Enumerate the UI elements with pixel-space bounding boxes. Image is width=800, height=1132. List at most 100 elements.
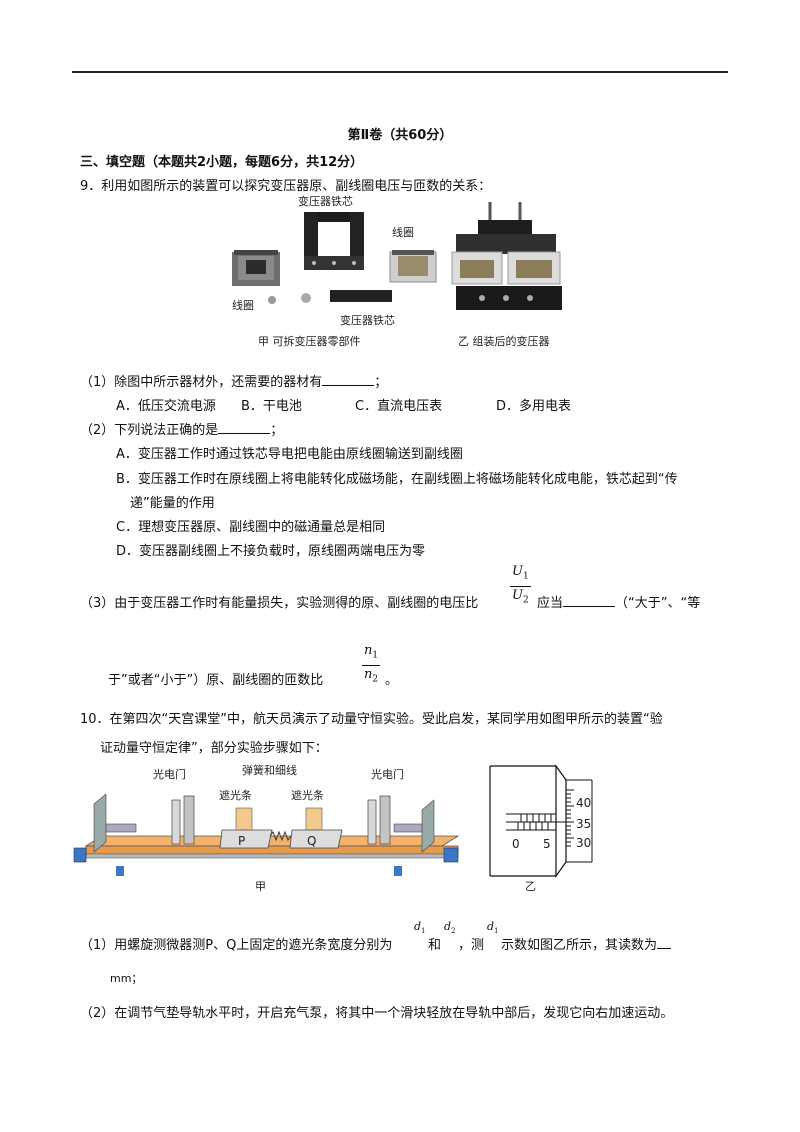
section-title: 第Ⅱ卷（共60分） xyxy=(347,128,453,143)
caption-fig-jia: 甲 xyxy=(255,880,266,893)
label-photogate-left: 光电门 xyxy=(153,768,186,781)
var-d1-b: d1 xyxy=(487,920,499,935)
q10-unit: mm； xyxy=(110,972,143,985)
q9-part3-b: 应当 xyxy=(537,596,564,611)
label-photogate-right: 光电门 xyxy=(371,768,404,781)
caption-jia: 甲 可拆变压器零部件 xyxy=(258,335,361,348)
q9-p1-option-c: C．直流电压表 xyxy=(355,399,443,414)
q10-stem-line1: 10．在第四次“天宫课堂”中，航天员演示了动量守恒实验。受此启发，某同学用如图甲… xyxy=(80,712,663,727)
q9-part3-d: 于”或者“小于”）原、副线圈的匝数比 xyxy=(108,673,324,688)
core-top-image xyxy=(304,212,364,270)
end-block-left xyxy=(73,847,87,863)
micrometer-figure xyxy=(489,764,593,878)
label-spring: 弹簧和细线 xyxy=(242,764,297,777)
q10-part1-c: ，测 xyxy=(458,938,485,953)
spring-shape xyxy=(269,830,292,842)
label-shade-left: 遮光条 xyxy=(219,789,252,802)
frac-n-num: n xyxy=(364,643,373,658)
frac-n-den-sub: 2 xyxy=(372,674,379,685)
core-bottom-image xyxy=(330,290,392,302)
q9-part2-end: ； xyxy=(270,423,284,438)
header-rule xyxy=(72,71,728,73)
shade-strip-q xyxy=(305,807,323,833)
label-shade-right: 遮光条 xyxy=(291,789,324,802)
section-heading: 三、填空题（本题共2小题，每题6分，共12分） xyxy=(80,155,364,170)
q9-p2-option-b-cont: 递”能量的作用 xyxy=(130,496,215,511)
q10-part1-a: （1）用螺旋测微器测P、Q上固定的遮光条宽度分别为 xyxy=(80,938,393,953)
q9-part3-text: （3）由于变压器工作时有能量损失，实验测得的原、副线圈的电压比 xyxy=(80,596,479,611)
q9-part3-line2: 于”或者“小于”）原、副线圈的匝数比 xyxy=(108,669,323,688)
frac-u-den: U xyxy=(512,587,523,603)
q9-part1-end: ； xyxy=(374,375,388,390)
end-bracket-right xyxy=(421,799,435,853)
air-track-figure xyxy=(73,793,460,876)
q9-part3-line1-tail: 应当 （“大于”、“等 xyxy=(537,592,700,611)
scale-35: 35 xyxy=(576,817,592,831)
caption-fig-yi: 乙 xyxy=(525,880,536,893)
foot-left xyxy=(116,866,124,876)
q10-part1-d: 示数如图乙所示，其读数为 xyxy=(501,934,672,953)
q9-p1-option-b: B．干电池 xyxy=(241,399,302,414)
coil-left-image xyxy=(232,250,280,286)
q10-part1-d-text: 示数如图乙所示，其读数为 xyxy=(501,938,658,953)
slider-q-shape xyxy=(289,829,343,849)
q9-part3-c: （“大于”、“等 xyxy=(615,596,701,611)
track-top xyxy=(84,835,460,847)
q9-p2-option-b: B．变压器工作时在原线圈上将电能转化成磁场能，在副线圈上将磁场能转化成电能，铁芯… xyxy=(116,472,678,487)
q9-p2-option-c: C．理想变压器原、副线圈中的磁通量总是相同 xyxy=(116,520,386,535)
scale-40: 40 xyxy=(576,796,592,810)
photogate-right-shape xyxy=(367,795,391,845)
end-bracket-left xyxy=(93,793,107,853)
q9-stem: 9．利用如图所示的装置可以探究变压器原、副线圈电压与匝数的关系： xyxy=(80,179,492,194)
q10-stem-line2: 证动量守恒定律”，部分实验步骤如下： xyxy=(100,741,328,756)
label-coil-left: 线圈 xyxy=(232,299,254,312)
coil-right-image xyxy=(389,250,437,283)
var-d: d xyxy=(487,920,495,933)
shade-strip-p xyxy=(235,807,253,833)
var-d: d xyxy=(444,920,452,933)
frac-n-den: n xyxy=(364,666,373,682)
frac-n-num-sub: 1 xyxy=(372,650,379,661)
q9-p1-option-d: D．多用电表 xyxy=(496,399,572,414)
q9-part3-line1: （3）由于变压器工作时有能量损失，实验测得的原、副线圈的电压比 xyxy=(80,592,478,611)
small-part-image xyxy=(268,296,276,304)
var-d1-a: d1 xyxy=(414,920,426,935)
foot-right xyxy=(394,866,402,876)
q9-part1: （1）除图中所示器材外，还需要的器材有 ； xyxy=(80,371,387,390)
main-scale-0: 0 xyxy=(512,837,520,851)
answer-blank xyxy=(322,373,375,386)
transformer-figure xyxy=(232,202,562,310)
label-coil-right: 线圈 xyxy=(392,226,414,239)
var-sub2: 2 xyxy=(451,927,456,936)
q9-p1-option-a: A．低压交流电源 xyxy=(116,399,216,414)
label-core-top: 变压器铁芯 xyxy=(298,195,353,208)
frac-u-num: U xyxy=(512,564,523,579)
answer-blank xyxy=(657,936,672,949)
q9-p2-option-a: A．变压器工作时通过铁芯导电把电能由原线圈输送到副线圈 xyxy=(116,447,463,462)
label-core-bottom: 变压器铁芯 xyxy=(340,314,395,327)
frac-u-den-sub: 2 xyxy=(522,595,529,606)
track-front xyxy=(85,845,459,855)
fraction-u1-u2: U1 U2 xyxy=(510,563,531,609)
photogate-left-shape xyxy=(171,795,195,845)
frac-u-num-sub: 1 xyxy=(522,571,529,582)
assembled-transformer-image xyxy=(451,202,562,310)
label-slider-q: Q xyxy=(307,834,317,848)
q9-part2-text: （2）下列说法正确的是 xyxy=(80,423,219,438)
q9-part3-end: 。 xyxy=(385,673,399,688)
var-d2: d2 xyxy=(444,920,456,935)
q10-part2: （2）在调节气垫导轨水平时，开启充气泵，将其中一个滑块轻放在导轨中部后，发现它向… xyxy=(80,1006,674,1021)
label-slider-p: P xyxy=(238,834,246,848)
q9-p2-option-d: D．变压器副线圈上不接负载时，原线圈两端电压为零 xyxy=(116,544,426,559)
track-base xyxy=(85,853,459,859)
slider-p-shape xyxy=(219,829,273,849)
end-block-right xyxy=(443,847,459,863)
q9-part1-text: （1）除图中所示器材外，还需要的器材有 xyxy=(80,375,323,390)
fraction-n1-n2: n1 n2 xyxy=(362,642,381,688)
q10-part1-b: 和 xyxy=(428,938,442,953)
answer-blank xyxy=(563,594,616,607)
answer-blank xyxy=(218,421,271,434)
var-d: d xyxy=(414,920,422,933)
q9-part2: （2）下列说法正确的是 ； xyxy=(80,419,283,438)
caption-yi: 乙 组装后的变压器 xyxy=(458,335,550,348)
